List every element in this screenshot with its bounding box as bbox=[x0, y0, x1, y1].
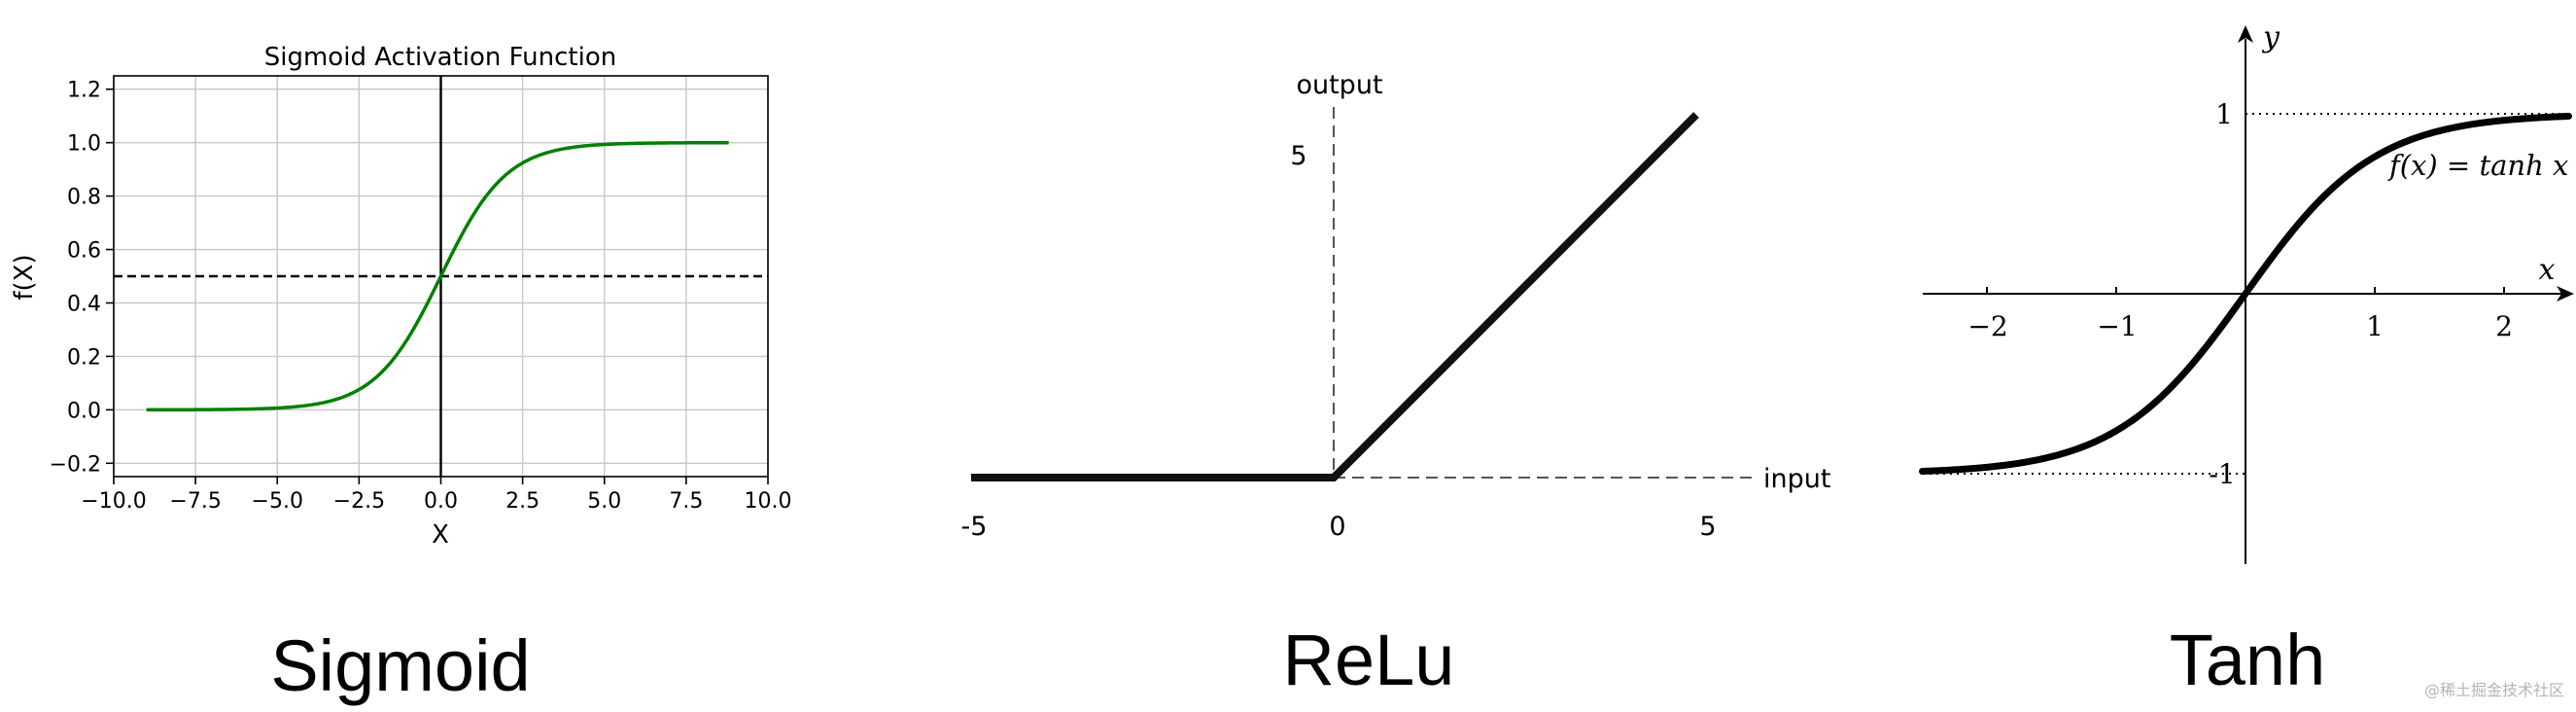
relu-curve bbox=[971, 112, 1699, 481]
tanh-x-tick-label: 1 bbox=[2366, 310, 2384, 342]
tanh-x-tick-label: −1 bbox=[2097, 310, 2137, 342]
sigmoid-x-tick-label: 5.0 bbox=[587, 489, 621, 514]
relu-y-label: output bbox=[1296, 70, 1382, 100]
sigmoid-x-label: X bbox=[432, 520, 449, 550]
sigmoid-curve bbox=[146, 140, 729, 412]
tanh-x-tick-label: −2 bbox=[1967, 310, 2007, 342]
relu-y-tick-label: 5 bbox=[1290, 141, 1306, 171]
tanh-ticks bbox=[1986, 287, 2505, 294]
sigmoid-y-label: f(X) bbox=[10, 254, 39, 300]
sigmoid-x-tick-label: −7.5 bbox=[169, 489, 221, 514]
relu-x-tick-label: 0 bbox=[1329, 512, 1345, 542]
watermark: @稀土掘金技术社区 bbox=[2423, 681, 2564, 699]
sigmoid-chart: −10.0 −7.5 −5.0 −2.5 0.0 2.5 5.0 7.5 10.0 −0.2 0.… bbox=[10, 43, 791, 550]
sigmoid-x-tick-label: 2.5 bbox=[505, 489, 540, 514]
relu-panel-title: ReLu bbox=[1282, 620, 1455, 700]
sigmoid-y-tick-label: 0.8 bbox=[67, 186, 101, 210]
tanh-x-tick-label: 2 bbox=[2495, 310, 2513, 342]
sigmoid-y-tick-label: 1.0 bbox=[67, 132, 101, 157]
relu-x-tick-label: -5 bbox=[961, 512, 988, 542]
sigmoid-y-tick-label: 0.0 bbox=[67, 399, 101, 423]
tanh-panel-title: Tanh bbox=[2169, 620, 2326, 700]
relu-x-tick-label: 5 bbox=[1699, 512, 1716, 542]
sigmoid-x-tick-label: −2.5 bbox=[333, 489, 385, 514]
sigmoid-x-tick-label: 7.5 bbox=[669, 489, 703, 514]
sigmoid-y-tick-label: 0.4 bbox=[67, 292, 101, 316]
sigmoid-y-tick-label: 0.6 bbox=[67, 239, 101, 264]
tanh-chart: y x f(x) = tanh x 1 -1 −2 −1 1 2 bbox=[1919, 20, 2574, 564]
sigmoid-x-tick-label: −10.0 bbox=[81, 489, 146, 514]
tanh-y-tick-label: -1 bbox=[2209, 458, 2235, 490]
sigmoid-y-tick-label: −0.2 bbox=[50, 452, 101, 477]
relu-chart: output input 5 -5 0 5 bbox=[961, 70, 1831, 542]
sigmoid-y-ticks: −0.2 0.0 0.2 0.4 0.6 0.8 1.0 1.2 bbox=[50, 79, 114, 477]
tanh-x-axis-arrowhead bbox=[2557, 286, 2574, 302]
sigmoid-y-tick-label: 1.2 bbox=[67, 79, 101, 103]
tanh-curve bbox=[1919, 112, 2572, 476]
sigmoid-x-tick-label: −5.0 bbox=[252, 489, 303, 514]
sigmoid-x-tick-label: 0.0 bbox=[424, 489, 458, 514]
tanh-y-axis-arrowhead bbox=[2238, 25, 2253, 43]
relu-x-label: input bbox=[1763, 464, 1830, 494]
sigmoid-x-tick-label: 10.0 bbox=[745, 489, 792, 514]
tanh-y-label: y bbox=[2261, 20, 2280, 54]
tanh-x-label: x bbox=[2539, 253, 2556, 287]
sigmoid-x-ticks: −10.0 −7.5 −5.0 −2.5 0.0 2.5 5.0 7.5 10.0 bbox=[81, 477, 791, 514]
sigmoid-title: Sigmoid Activation Function bbox=[264, 43, 616, 72]
sigmoid-panel-title: Sigmoid bbox=[270, 625, 531, 706]
sigmoid-y-tick-label: 0.2 bbox=[67, 345, 101, 370]
tanh-annotation: f(x) = tanh x bbox=[2387, 149, 2568, 182]
tanh-y-tick-label: 1 bbox=[2215, 98, 2233, 130]
